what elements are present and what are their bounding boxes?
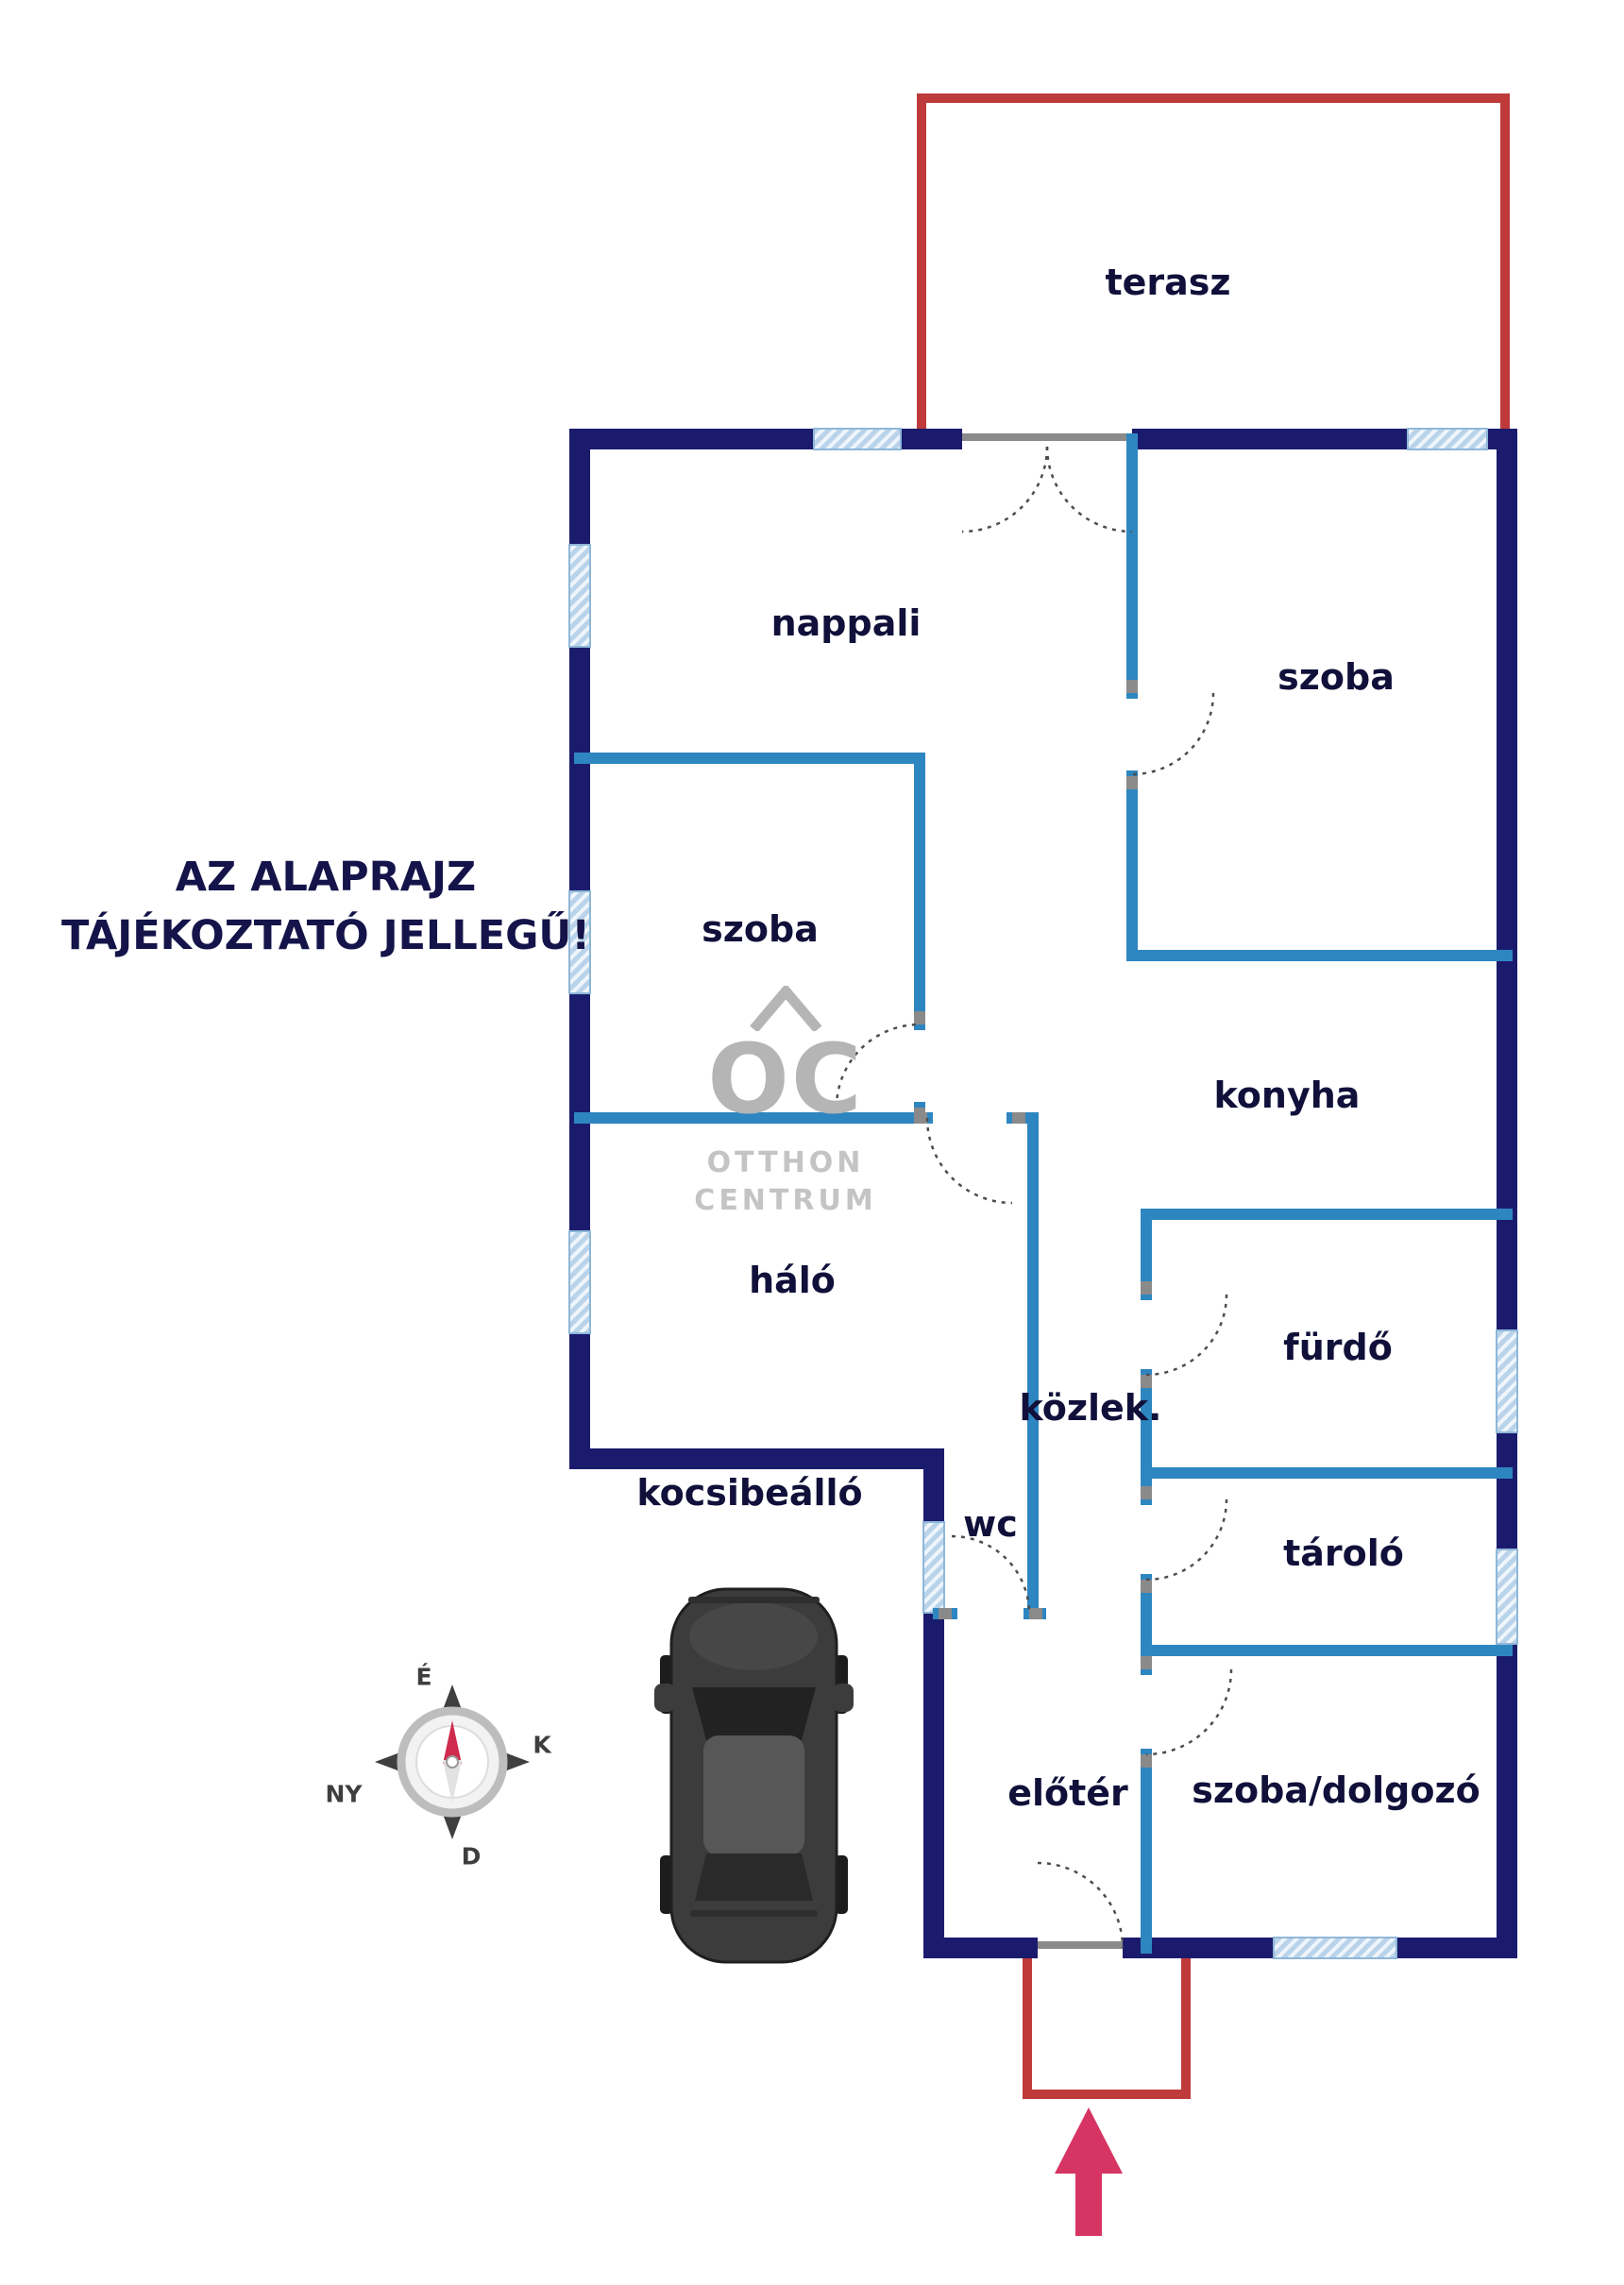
- window: [568, 890, 591, 994]
- room-label-szoba-mid: szoba: [702, 908, 819, 950]
- door-arc-szoba-dolgozo: [1145, 1668, 1233, 1756]
- window: [568, 1230, 591, 1334]
- car-illustration: [654, 1587, 854, 1964]
- room-label-wc: wc: [963, 1503, 1018, 1545]
- compass-needle-north: [443, 1720, 462, 1764]
- logo-text-centrum: CENTRUM: [694, 1183, 877, 1217]
- window: [1407, 428, 1488, 450]
- entrance-outline: [1023, 1958, 1191, 2099]
- room-label-szoba-upper: szoba: [1277, 656, 1395, 698]
- door-arc-szoba-mid: [835, 1023, 921, 1109]
- compass-label-west: NY: [325, 1780, 363, 1808]
- window: [1273, 1937, 1397, 1959]
- watermark-logo: OC OTTHON CENTRUM: [694, 986, 876, 1219]
- door-arcs: [835, 446, 1233, 1949]
- door-arc-terrace-left: [961, 446, 1049, 533]
- room-label-furdo: fürdő: [1283, 1327, 1393, 1368]
- disclaimer-line-1: AZ ALAPRAJZ: [175, 854, 477, 901]
- window: [813, 428, 902, 450]
- room-label-halo: háló: [749, 1260, 836, 1301]
- room-label-konyha: konyha: [1213, 1075, 1361, 1116]
- compass-label-south: D: [461, 1842, 482, 1870]
- compass-icon: [375, 1684, 530, 1839]
- disclaimer-line-2: TÁJÉKOZTATÓ JELLEGŰ!: [61, 912, 590, 959]
- window: [568, 544, 591, 648]
- room-label-kozlek: közlek.: [1019, 1387, 1162, 1429]
- room-label-terasz: terasz: [1105, 262, 1231, 303]
- compass-label-north: É: [415, 1663, 432, 1691]
- logo-monogram: OC: [707, 1024, 864, 1136]
- room-label-eloter: előtér: [1007, 1772, 1128, 1814]
- door-arc-halo: [925, 1117, 1013, 1205]
- room-label-nappali: nappali: [770, 602, 922, 644]
- door-arc-terrace-right: [1045, 446, 1133, 533]
- door-arc-eloter: [1037, 1861, 1125, 1949]
- room-label-tarolo: tároló: [1283, 1532, 1404, 1574]
- compass-label-east: K: [533, 1731, 551, 1759]
- window: [1496, 1549, 1518, 1645]
- compass-needle-south: [443, 1760, 462, 1803]
- room-label-szoba-dolgozo: szoba/dolgozó: [1192, 1769, 1480, 1811]
- windows: [568, 428, 1518, 1959]
- window: [1496, 1329, 1518, 1433]
- logo-roof-icon: [749, 986, 822, 1031]
- building-outer-wall: [569, 429, 1517, 1958]
- door-jambs: [914, 680, 1152, 1768]
- entry-arrow-icon: [1055, 2107, 1123, 2236]
- logo-text-otthon: OTTHON: [706, 1146, 865, 1180]
- door-arc-wc: [951, 1534, 1031, 1615]
- window: [922, 1521, 945, 1614]
- room-label-kocsibeallo: kocsibeálló: [636, 1472, 863, 1514]
